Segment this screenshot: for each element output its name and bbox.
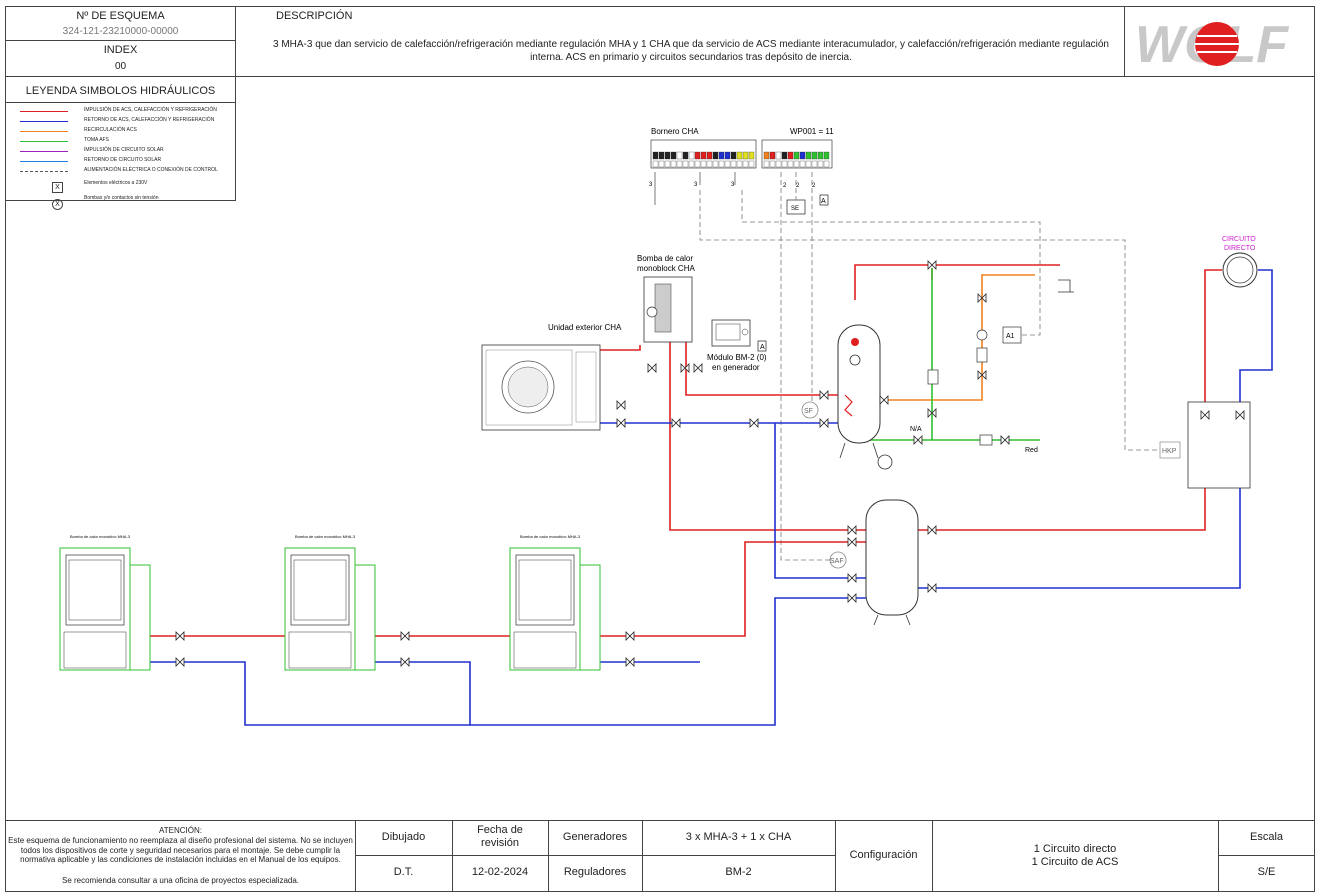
attention-title: ATENCIÓN: [159,826,202,835]
legend-line-swatch [20,111,68,112]
configuracion-label: Configuración [849,849,918,861]
legend-line-swatch [20,131,68,132]
legend-line-swatch [20,121,68,122]
legend-line-swatch [20,171,68,172]
scheme-number-label: Nº DE ESQUEMA [76,10,165,22]
legend-line-swatch [20,161,68,162]
configuracion-value-2: 1 Circuito de ACS [1031,856,1119,868]
attention-text: Este esquema de funcionamiento no reempl… [8,836,353,864]
legend-item-label: RETORNO DE ACS, CALEFACCIÓN Y REFRIGERAC… [84,117,215,123]
escala-label: Escala [1249,831,1284,843]
legend-item: RECIRCULACIÓN ACS [20,127,230,136]
dibujado-label: Dibujado [381,831,426,843]
legend-line-swatch [20,141,68,142]
legend-item-label: RETORNO DE CIRCUITO SOLAR [84,157,162,163]
generadores-label: Generadores [562,831,628,843]
pump-contact-icon: X [52,199,63,210]
legend-item-label: TOMA AFS [84,137,109,143]
footer-div-6 [932,820,933,892]
legend-item: RETORNO DE ACS, CALEFACCIÓN Y REFRIGERAC… [20,117,230,126]
legend-item-label: IMPULSIÓN DE ACS, CALEFACCIÓN Y REFRIGER… [84,107,217,113]
legend-item-label: Elementos eléctricos a 230V [84,180,148,186]
attention-note: Se recomienda consultar a una oficina de… [61,876,300,885]
legend-item-label: ALIMENTACIÓN ELÉCTRICA O CONEXIÓN DE CON… [84,167,218,173]
description-text: 3 MHA-3 que dan servicio de calefacción/… [272,39,1109,63]
footer-mid-1 [355,855,835,856]
legend-item: ALIMENTACIÓN ELÉCTRICA O CONEXIÓN DE CON… [20,167,230,176]
footer-div-3 [548,820,549,892]
index-label: INDEX [103,44,138,56]
fecha-label: Fecha de revisión [477,824,523,849]
legend-item: IMPULSIÓN DE CIRCUITO SOLAR [20,147,230,156]
legend-item: X Bombas y/o contactos sin tensión [20,195,230,210]
legend-line-swatch [20,151,68,152]
legend-divider [5,102,236,103]
footer-div-2 [452,820,453,892]
description-label: DESCRIPCIÓN [276,10,353,22]
legend-box: LEYENDA SIMBOLOS HIDRÁULICOS [5,76,236,201]
reguladores-label: Reguladores [563,866,627,878]
footer-div-1 [355,820,356,892]
logo-cell: WOLF [1124,6,1315,77]
footer-frame [5,820,1315,892]
electric-element-icon: X [52,182,63,193]
footer-div-5 [835,820,836,892]
configuracion-value-1: 1 Circuito directo [1033,843,1117,855]
legend-item: X Elementos eléctricos a 230V [20,180,230,193]
legend-item: IMPULSIÓN DE ACS, CALEFACCIÓN Y REFRIGER… [20,107,230,116]
scheme-number-value: 324-121-23210000-00000 [62,26,179,37]
legend-title: LEYENDA SIMBOLOS HIDRÁULICOS [25,85,216,97]
footer-div-7 [1218,820,1219,892]
legend-item: RETORNO DE CIRCUITO SOLAR [20,157,230,166]
scheme-number-cell: Nº DE ESQUEMA 324-121-23210000-00000 [5,6,236,41]
index-cell: INDEX 00 [5,40,236,77]
reguladores-value: BM-2 [725,866,752,878]
legend-item-label: IMPULSIÓN DE CIRCUITO SOLAR [84,147,164,153]
fecha-value: 12-02-2024 [471,866,529,878]
generadores-value: 3 x MHA-3 + 1 x CHA [685,831,792,843]
legend-item-label: RECIRCULACIÓN ACS [84,127,137,133]
footer-div-4 [642,820,643,892]
footer-mid-2 [1218,855,1315,856]
description-cell: DESCRIPCIÓN 3 MHA-3 que dan servicio de … [235,6,1125,77]
legend-item-label: Bombas y/o contactos sin tensión [84,195,159,201]
index-value: 00 [114,61,127,72]
dibujado-value: D.T. [393,866,414,878]
wolf-logo: WOLF [1135,16,1289,74]
escala-value: S/E [1257,866,1276,878]
legend-item: TOMA AFS [20,137,230,146]
